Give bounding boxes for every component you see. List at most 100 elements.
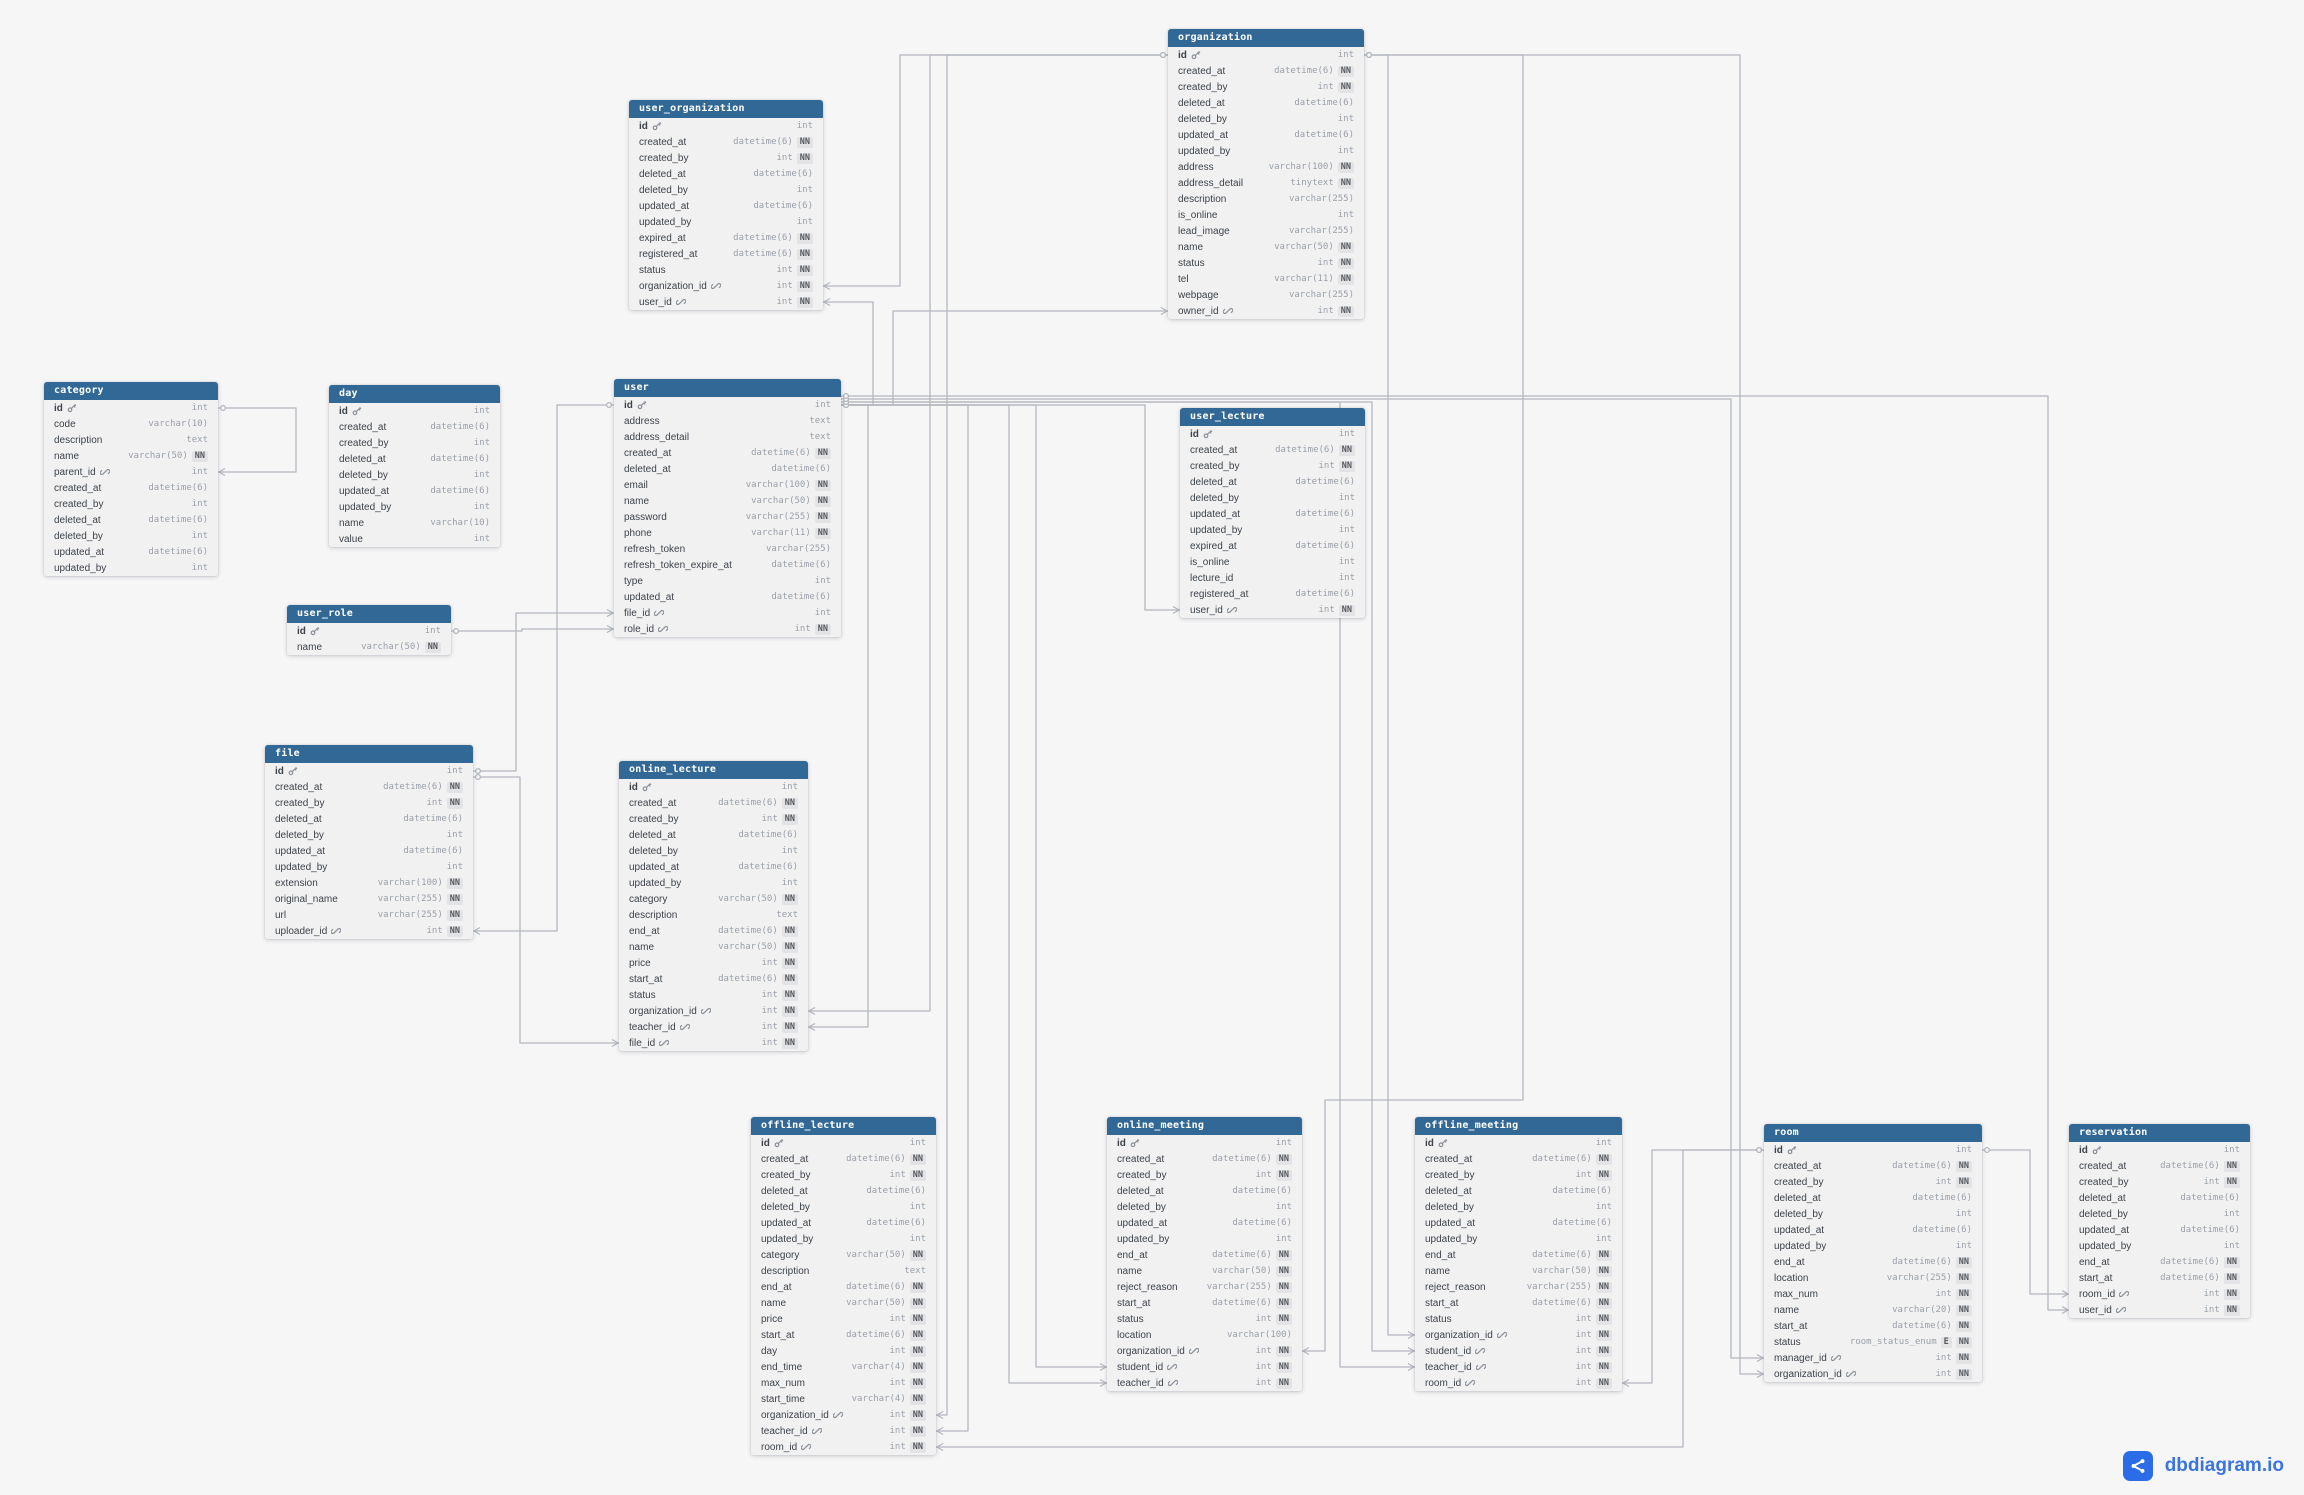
table-header-reservation[interactable]: reservation	[2069, 1124, 2250, 1142]
relationship-file.uploader_id-to-user.id[interactable]	[472, 401, 614, 936]
relationship-user_lecture.user_id-to-user.id[interactable]	[841, 401, 1181, 615]
table-header-file[interactable]: file	[265, 745, 473, 763]
table-header-user_lecture[interactable]: user_lecture	[1180, 408, 1365, 426]
relationship-offline_lecture.room_id-to-room.id[interactable]	[935, 1146, 1764, 1452]
table-header-online_meeting[interactable]: online_meeting	[1107, 1117, 1302, 1135]
relationship-category.parent_id-to-category.id[interactable]	[217, 404, 297, 477]
table-header-organization[interactable]: organization	[1168, 29, 1364, 47]
relationship-user.role_id-to-user_role.id[interactable]	[451, 624, 615, 635]
relationship-organization.owner_id-to-user.id[interactable]	[841, 306, 1169, 409]
table-header-category[interactable]: category	[44, 382, 218, 400]
relationship-user.file_id-to-file.id[interactable]	[473, 608, 615, 775]
table-header-online_lecture[interactable]: online_lecture	[619, 761, 808, 779]
